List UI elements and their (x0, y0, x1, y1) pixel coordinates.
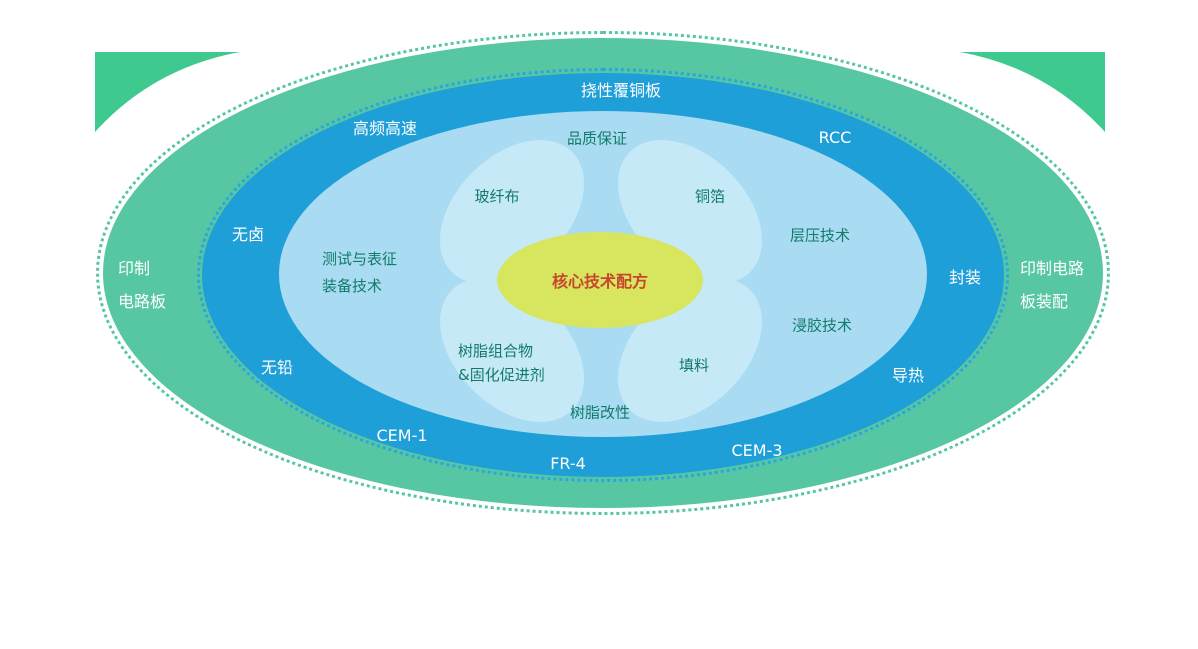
blue-label-lower-right: 导热 (891, 366, 925, 385)
petal-label-top-left: 玻纤布 (474, 187, 520, 206)
center-core-ellipse: 核心技术配方 (497, 232, 703, 328)
outer-label-left-line2: 电路板 (118, 292, 167, 311)
petal-label-bottom-right: 填料 (678, 356, 710, 375)
corner-decoration-left (95, 52, 240, 132)
blue-label-right: 封装 (948, 268, 982, 287)
blue-label-bottom: FR-4 (550, 454, 586, 473)
blue-label-lower-left: 无铅 (260, 358, 294, 377)
center-label: 核心技术配方 (551, 272, 648, 291)
outer-label-right-line2: 板装配 (1020, 292, 1069, 311)
inner-label-right-lower: 浸胶技术 (791, 316, 853, 335)
outer-ring-dotted-border (96, 31, 1110, 515)
inner-label-left-line1: 测试与表征 (322, 250, 398, 268)
outer-label-left: 印制 电路板 (118, 252, 166, 318)
blue-label-top-left: 高频高速 (352, 119, 418, 138)
blue-ring-dotted-border (197, 68, 1009, 482)
outer-label-left-line1: 印制 (118, 259, 151, 278)
inner-label-left-line2: 装备技术 (322, 277, 383, 295)
blue-label-bottom-right: CEM-3 (731, 441, 783, 460)
inner-label-left: 测试与表征 装备技术 (322, 246, 397, 300)
outer-label-right-line1: 印制电路 (1020, 259, 1085, 278)
blue-label-top-right: RCC (818, 128, 852, 147)
petal-label-top-right: 铜箔 (694, 187, 726, 206)
inner-label-bottom: 树脂改性 (569, 403, 631, 422)
blue-label-left: 无卤 (231, 225, 265, 244)
blue-label-top: 挠性覆铜板 (580, 81, 662, 100)
outer-label-right: 印制电路 板装配 (1020, 252, 1084, 318)
blue-label-bottom-left: CEM-1 (376, 426, 428, 445)
inner-label-top: 品质保证 (566, 129, 628, 148)
corner-decoration-right (960, 52, 1105, 132)
petal-label-bottom-left-line1: 树脂组合物 (458, 342, 534, 360)
inner-label-right-upper: 层压技术 (789, 226, 851, 245)
petal-label-bottom-left: 树脂组合物 &固化促进剂 (458, 339, 545, 387)
petal-label-bottom-left-line2: &固化促进剂 (458, 366, 545, 384)
